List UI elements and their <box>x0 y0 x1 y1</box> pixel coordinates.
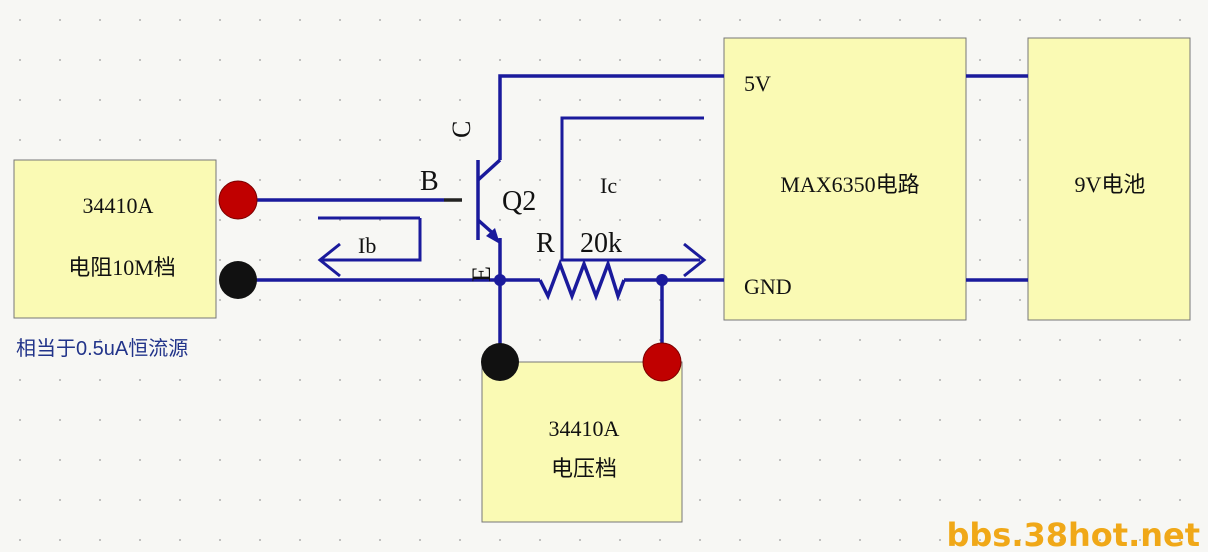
emitter-arrow-icon <box>486 228 500 244</box>
meter-bottom-red-terminal <box>642 342 682 382</box>
current-ib-arrow <box>317 216 422 278</box>
junction-emitter <box>494 274 506 286</box>
meter-bottom-black-terminal <box>481 343 519 381</box>
pin-gnd-label: GND <box>744 274 792 299</box>
wire-collector-5v <box>498 74 724 150</box>
resistor-symbol <box>538 258 626 302</box>
meter-left-black-terminal <box>219 261 257 299</box>
pin-5v-label: 5V <box>744 71 771 96</box>
max6350-title: MAX6350电路 <box>780 172 919 197</box>
battery-box: 9V电池 <box>1027 37 1191 321</box>
meter-bottom-model: 34410A <box>549 416 620 441</box>
meter-left-box: 34410A 电阻10M档 <box>13 159 217 319</box>
max6350-box: MAX6350电路 5V GND <box>723 37 967 321</box>
battery-title: 9V电池 <box>1075 172 1146 197</box>
transistor-name: Q2 <box>502 186 536 217</box>
junction-resistor <box>656 274 668 286</box>
resistor-ref: R <box>536 228 555 259</box>
meter-left-mode: 电阻10M档 <box>68 255 176 280</box>
collector-label: C <box>447 121 476 138</box>
meter-left-red-terminal <box>218 180 258 220</box>
meter-left-note: 相当于0.5uA恒流源 <box>16 337 188 360</box>
resistor-value: 20k <box>580 228 622 259</box>
transistor-collector-leg <box>476 158 502 182</box>
meter-left-model: 34410A <box>83 193 154 218</box>
current-ic-arrow <box>560 116 707 278</box>
watermark: bbs.38hot.net <box>946 516 1200 552</box>
current-ib-label: Ib <box>358 233 376 258</box>
meter-bottom-mode: 电压档 <box>551 456 617 481</box>
current-ic-label: Ic <box>600 173 617 198</box>
base-label: B <box>420 166 439 197</box>
emitter-label: E <box>467 266 496 282</box>
meter-bottom-box: 34410A 电压档 <box>481 361 683 523</box>
